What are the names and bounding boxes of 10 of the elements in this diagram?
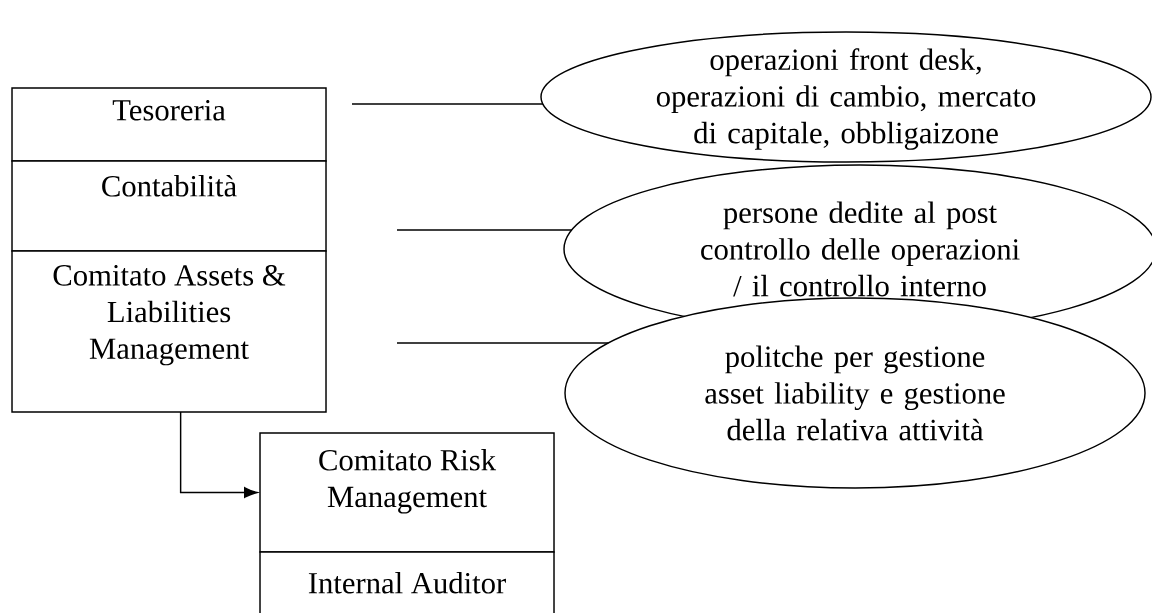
text-box: Contabilità (11, 160, 327, 252)
text-box: Comitato Assets & Liabilities Management (11, 250, 327, 413)
connector-line (396, 229, 573, 231)
node-label: politche per gestione asset liability e gestione della relativa attività (705, 345, 1005, 441)
connector-line (179, 411, 258, 498)
connector-line (396, 342, 610, 344)
text-box: Comitato Risk Management (259, 432, 555, 553)
connector-line (351, 103, 544, 105)
text-box: Internal Auditor (259, 551, 555, 613)
text-box: Tesoreria (11, 87, 327, 162)
